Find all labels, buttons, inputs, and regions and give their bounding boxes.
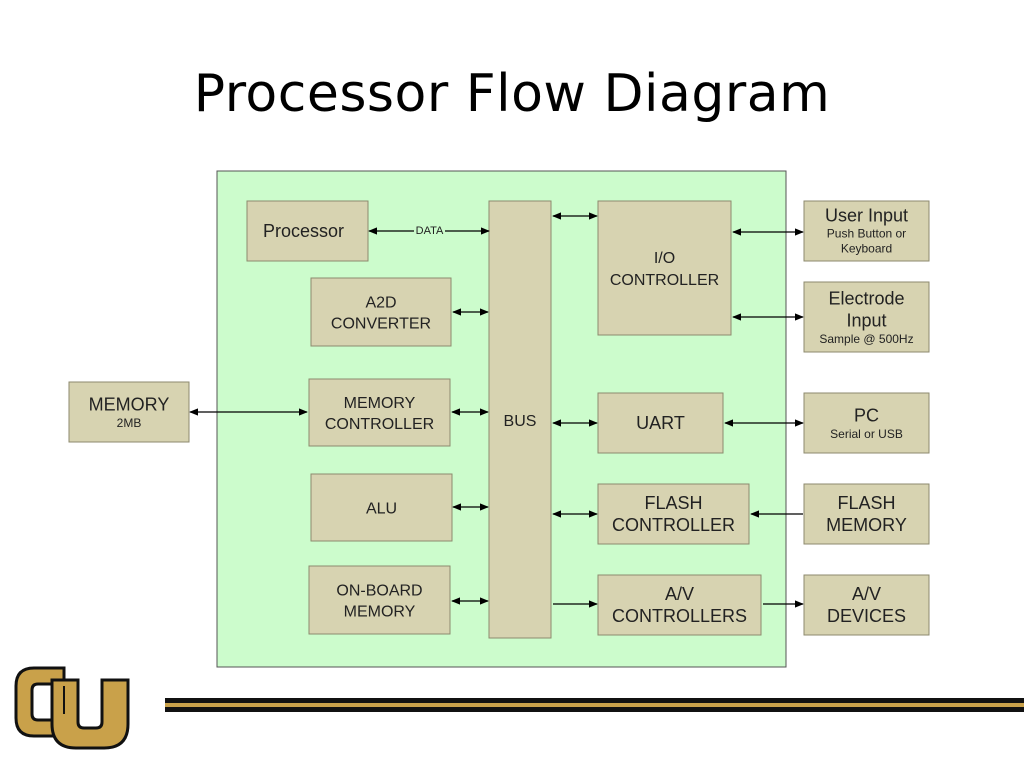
data-label-bg	[414, 223, 445, 237]
memory-block-label-line-1: MEMORY	[89, 395, 170, 415]
flash-controller-block-label-line-2: CONTROLLER	[612, 515, 735, 535]
footer-rule	[165, 698, 1024, 712]
io-controller-block: I/O CONTROLLER	[597, 200, 732, 336]
flash-controller-block-box	[597, 483, 750, 545]
memory-block-sublabel-line-1: 2MB	[117, 416, 142, 430]
memory-controller-block-label-line-1: MEMORY	[344, 395, 416, 412]
electrode-input-block-sublabel-line-1: Sample @ 500Hz	[819, 332, 913, 346]
memory-block-box	[68, 381, 190, 443]
bus-block-label-line-1: BUS	[504, 413, 537, 430]
uart-block: UART	[597, 392, 724, 454]
user-input-block-box	[803, 200, 930, 262]
user-input-block-sublabel-line-1: Push Button or	[827, 227, 906, 241]
user-input-block-sublabel-line-2: Keyboard	[841, 242, 892, 256]
electrode-input-block-label-line-1: Electrode	[828, 289, 904, 309]
alu-block: ALU	[310, 473, 453, 542]
a2d-converter-block-box	[310, 277, 452, 347]
onboard-memory-block: ON-BOARD MEMORY	[308, 565, 451, 635]
processor-block: Processor	[246, 200, 369, 262]
bus-block: BUS	[488, 200, 552, 639]
electrode-input-block-label-line-2: Input	[846, 311, 886, 331]
alu-block-box	[310, 473, 453, 542]
a2d-converter-block-label-line-2: CONVERTER	[331, 315, 431, 332]
memory-controller-block-box	[308, 378, 451, 447]
memory-controller-block-label-line-2: CONTROLLER	[325, 416, 434, 433]
processor-block-box	[246, 200, 369, 262]
a2d-converter-block: A2D CONVERTER	[310, 277, 452, 347]
page-title: Processor Flow Diagram	[193, 64, 831, 124]
user-input-block-label-line-1: User Input	[825, 206, 908, 226]
av-devices-block-label-line-2: DEVICES	[827, 606, 906, 626]
flash-memory-block-label-line-1: FLASH	[837, 493, 895, 513]
data-label: DATA	[416, 225, 444, 237]
uart-block-box	[597, 392, 724, 454]
a2d-converter-block-label-line-1: A2D	[365, 294, 396, 311]
av-devices-block-label-line-1: A/V	[852, 584, 881, 604]
uart-block-label-line-1: UART	[636, 413, 685, 433]
electrode-input-block-box	[803, 281, 930, 353]
processor-block-label-line-1: Processor	[263, 221, 344, 241]
flash-memory-block-box	[803, 483, 930, 545]
memory-controller-block: MEMORY CONTROLLER	[308, 378, 451, 447]
pc-block-label-line-1: PC	[854, 406, 879, 426]
pc-block-sublabel-line-1: Serial or USB	[830, 427, 903, 441]
cu-logo	[14, 666, 130, 750]
onboard-memory-block-label-line-2: MEMORY	[344, 603, 416, 620]
av-controllers-block-box	[597, 574, 762, 636]
io-controller-block-label-line-2: CONTROLLER	[610, 272, 719, 289]
alu-block-label-line-1: ALU	[366, 500, 397, 517]
av-devices-block-box	[803, 574, 930, 636]
av-controllers-block-label-line-2: CONTROLLERS	[612, 606, 747, 626]
onboard-memory-block-label-line-1: ON-BOARD	[336, 582, 422, 599]
io-controller-block-box	[597, 200, 732, 336]
flash-controller-block-label-line-1: FLASH	[644, 493, 702, 513]
pc-block-box	[803, 392, 930, 454]
flash-memory-block-label-line-2: MEMORY	[826, 515, 907, 535]
bus-block-box	[488, 200, 552, 639]
onboard-memory-block-box	[308, 565, 451, 635]
io-controller-block-label-line-1: I/O	[654, 250, 675, 267]
av-controllers-block-label-line-1: A/V	[665, 584, 694, 604]
